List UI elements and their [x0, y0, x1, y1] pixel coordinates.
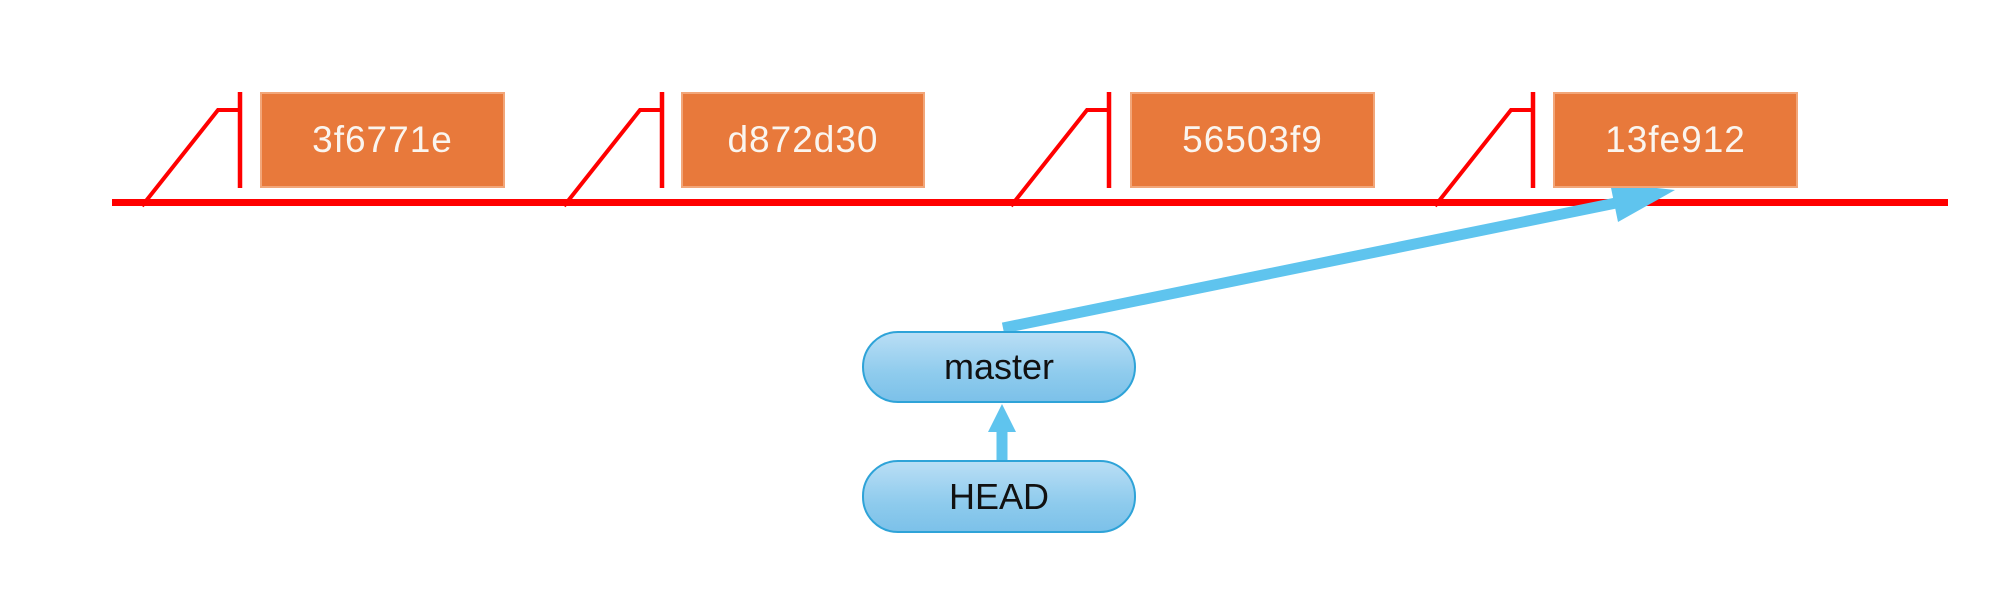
commit-box: 56503f9: [1130, 92, 1375, 188]
branch-pill: master: [862, 331, 1136, 403]
pointer-arrows-group: [988, 183, 1675, 461]
head-label: HEAD: [948, 475, 1050, 517]
head-to-master-arrowhead: [988, 404, 1016, 432]
commit-hash-label: d872d30: [727, 119, 879, 160]
commit-marker-flag-2: [562, 108, 662, 208]
master-to-commit-arrow-shaft: [1001, 197, 1618, 334]
commit-marker-flag-3: [1009, 108, 1109, 208]
commit-box: 13fe912: [1553, 92, 1798, 188]
commit-box: d872d30: [681, 92, 925, 188]
head-pill: HEAD: [862, 460, 1136, 533]
commit-marker-flag-1: [140, 108, 240, 208]
commit-hash-label: 3f6771e: [312, 119, 453, 160]
commit-marker-flag-4: [1433, 108, 1533, 208]
commit-hash-label: 13fe912: [1605, 119, 1746, 160]
master-to-commit-arrowhead: [1610, 183, 1675, 222]
branch-label: master: [943, 346, 1055, 387]
commit-box: 3f6771e: [260, 92, 505, 188]
commit-hash-label: 56503f9: [1182, 119, 1323, 160]
